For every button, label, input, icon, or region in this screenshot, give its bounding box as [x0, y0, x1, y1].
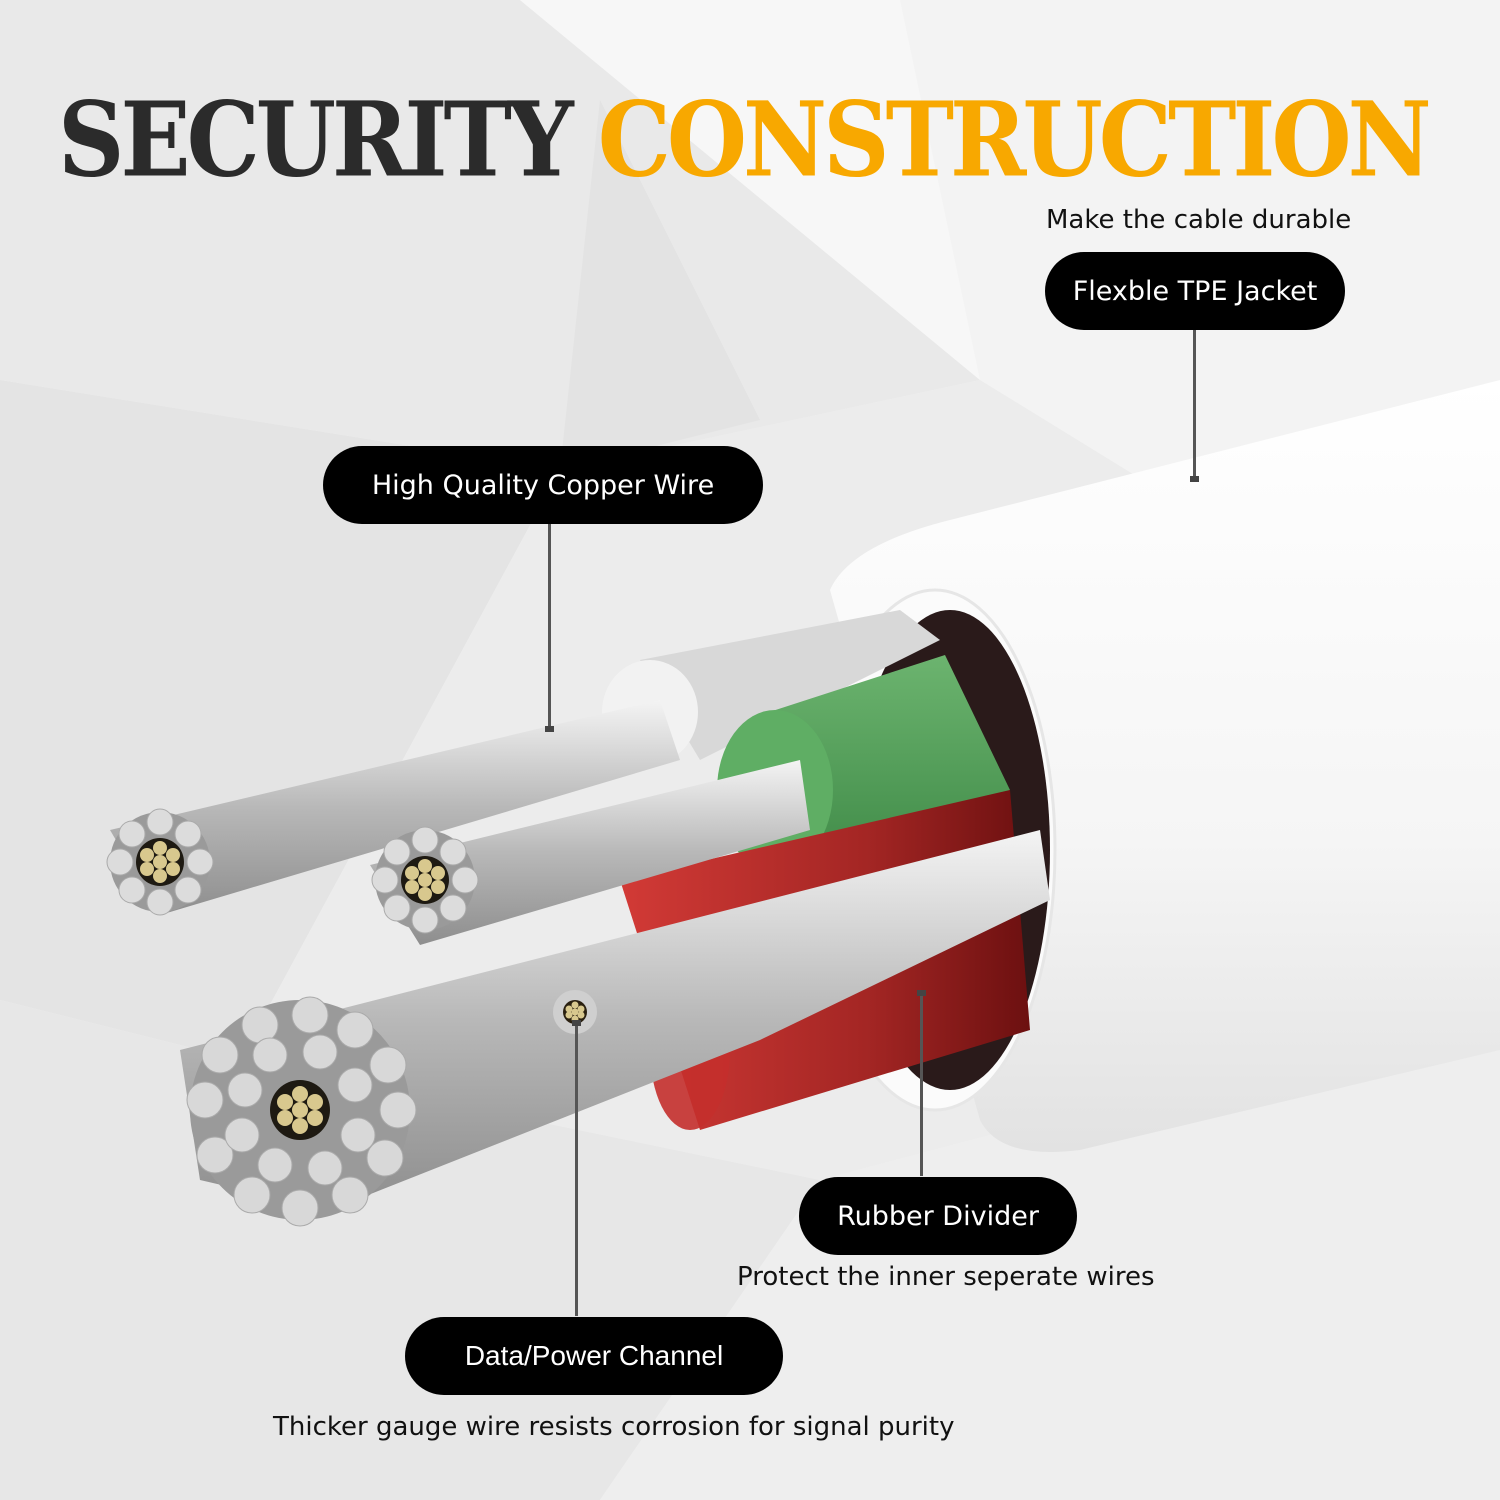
wire-bundle-small-channel	[553, 990, 597, 1034]
wire-bundle-bottom-large	[180, 830, 1050, 1227]
copper-leader-line	[545, 524, 554, 732]
jacket-label-pill: Flexble TPE Jacket	[1045, 252, 1345, 330]
divider-leader-line	[917, 990, 926, 1176]
channel-label-pill: Data/Power Channel	[405, 1317, 783, 1395]
channel-leader-line	[572, 1020, 581, 1316]
copper-label-pill: High Quality Copper Wire	[323, 446, 763, 524]
page-title: SECURITY CONSTRUCTION	[58, 88, 1432, 191]
wire-bundle-top-left	[106, 700, 680, 916]
divider-caption: Protect the inner seperate wires	[737, 1262, 1155, 1292]
title-word-security: SECURITY	[58, 79, 574, 200]
wire-bundle-top-right	[370, 760, 810, 945]
divider-label-pill: Rubber Divider	[799, 1177, 1077, 1255]
jacket-leader-line	[1190, 330, 1199, 482]
jacket-caption: Make the cable durable	[1046, 205, 1352, 235]
channel-caption: Thicker gauge wire resists corrosion for…	[273, 1412, 955, 1442]
title-word-construction: CONSTRUCTION	[597, 79, 1432, 200]
